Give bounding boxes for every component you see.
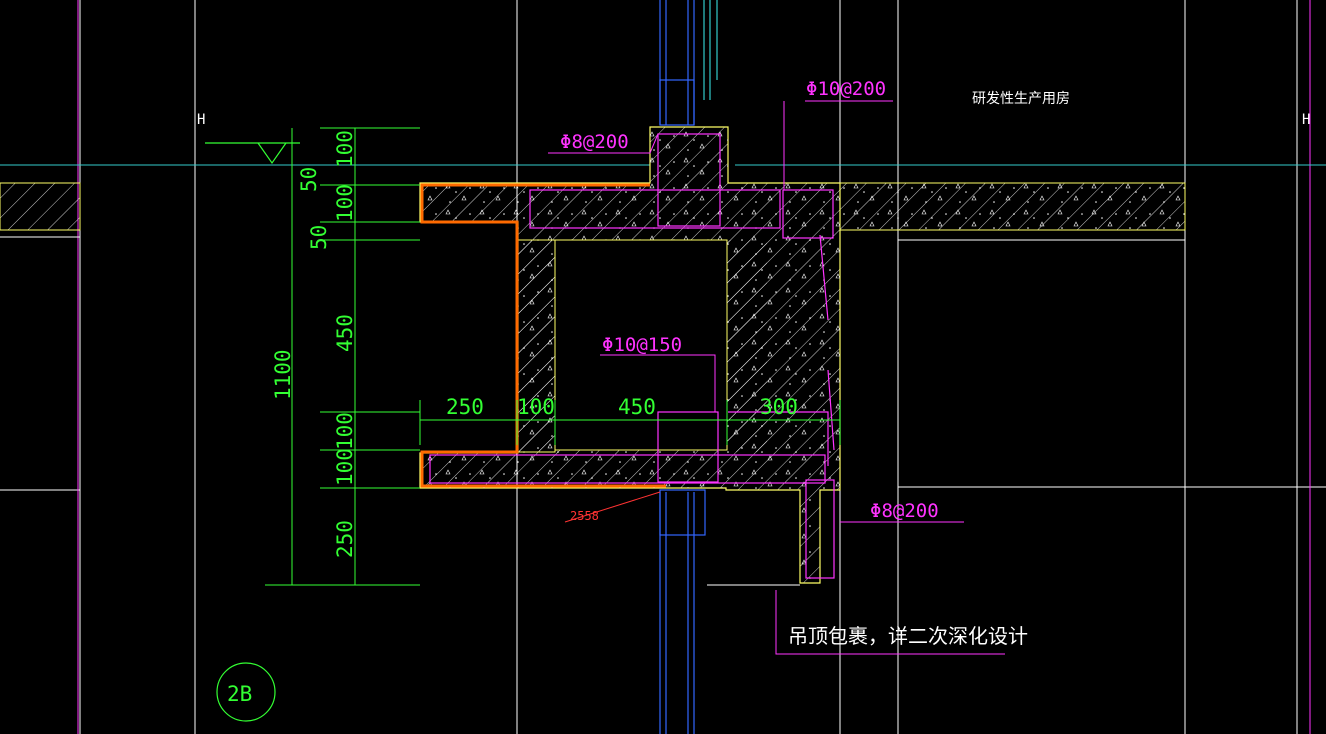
floor-slab <box>0 182 1186 238</box>
dim-inner-5: 100 <box>333 448 357 486</box>
dim-inner-4: 100 <box>333 412 357 450</box>
red-tag: 2558 <box>570 509 599 523</box>
rebar-label-top-right: Φ10@200 <box>806 78 886 100</box>
dim-inner-2: 100 <box>333 184 357 222</box>
axis-label-right: H <box>1302 112 1310 128</box>
dim-outer-2: 50 <box>307 225 331 250</box>
room-label: 研发性生产用房 <box>972 91 1070 107</box>
rebar-label-top-left: Φ8@200 <box>560 131 629 153</box>
dim-h-1: 250 <box>446 395 484 419</box>
detail-mark-bubble <box>216 662 276 722</box>
dim-h-3: 450 <box>618 395 656 419</box>
detail-mark-text: 2B <box>227 682 252 706</box>
window-glass <box>703 0 718 100</box>
dim-outer-1: 50 <box>297 167 321 192</box>
dim-h-2: 100 <box>517 395 555 419</box>
dim-inner-6: 250 <box>333 520 357 558</box>
rebar-label-bottom-right: Φ8@200 <box>870 500 939 522</box>
dim-inner-1: 100 <box>333 130 357 168</box>
highlight-outline <box>420 183 666 488</box>
dim-h-4: 300 <box>760 395 798 419</box>
level-symbol <box>205 142 300 165</box>
rebar-label-middle: Φ10@150 <box>602 334 682 356</box>
axis-label-left: H <box>197 112 205 128</box>
window-frame <box>659 0 706 734</box>
dimension-lines <box>265 127 841 586</box>
rebar-stirrups <box>429 133 835 579</box>
ceiling-note: 吊顶包裹，详二次深化设计 <box>788 624 1028 648</box>
dim-inner-3: 450 <box>333 314 357 352</box>
leader-lines <box>548 100 1005 655</box>
grid-lines-magenta <box>77 0 1311 734</box>
dim-total: 1100 <box>271 349 295 400</box>
red-leader <box>564 491 661 523</box>
